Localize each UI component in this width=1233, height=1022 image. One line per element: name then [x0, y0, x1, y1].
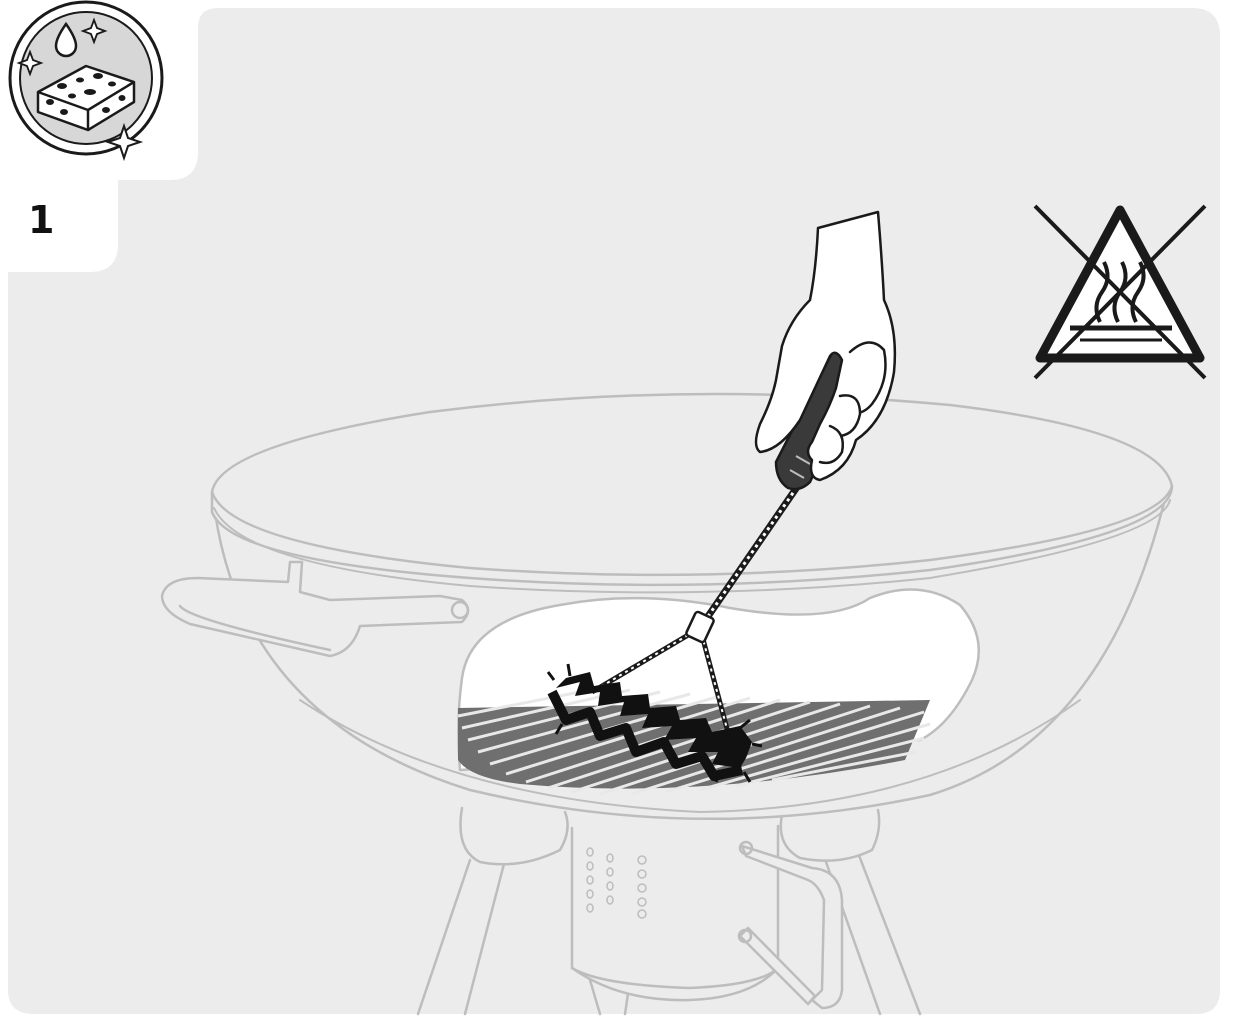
step-number: 1: [28, 190, 88, 250]
sponge-water-sparkle-icon: [10, 2, 162, 158]
